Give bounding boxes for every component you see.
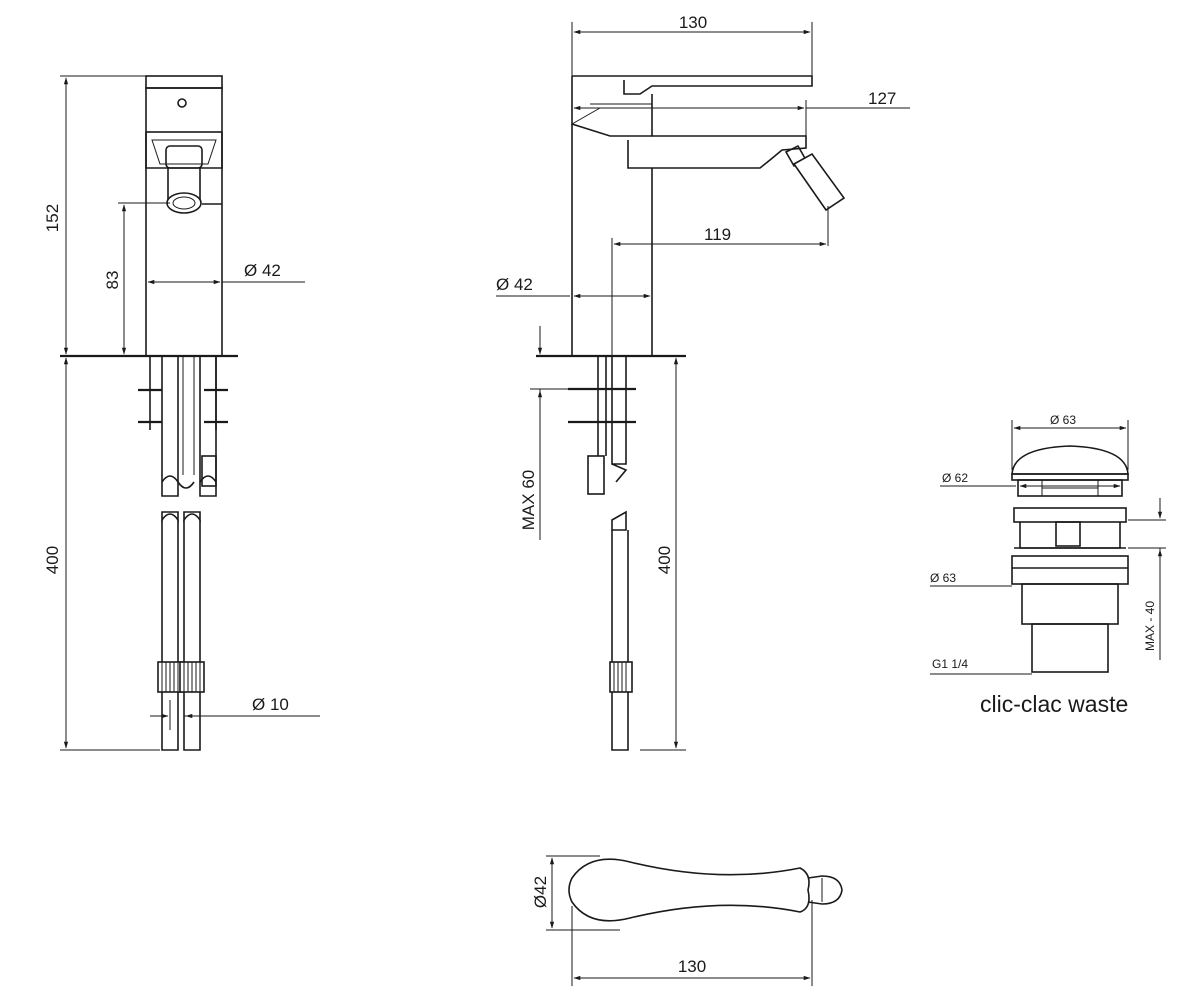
clic-clac-waste-view: Ø 63 Ø 62 Ø 63 MAX - 40 G1 1/4 clic-clac… [930, 413, 1166, 717]
dim-lever-height-83: 83 [103, 271, 122, 290]
dim-height-152: 152 [43, 204, 62, 232]
dim-top-diameter-42: Ø42 [531, 876, 550, 908]
dim-cap-diameter-63: Ø 63 [1050, 413, 1076, 427]
dim-width-130: 130 [679, 13, 707, 32]
dim-flange-diameter-63: Ø 63 [930, 571, 956, 585]
dim-body-diameter-42-side: Ø 42 [496, 275, 533, 294]
dim-seat-diameter-62: Ø 62 [942, 471, 968, 485]
dim-max-thickness-60: MAX 60 [519, 470, 538, 530]
dim-max-thickness-40: MAX - 40 [1143, 601, 1157, 651]
dim-thread-g1-1-4: G1 1/4 [932, 657, 968, 671]
dim-spout-reach-127: 127 [868, 89, 896, 108]
dim-hose-length-400-side: 400 [655, 546, 674, 574]
dim-top-length-130: 130 [678, 957, 706, 976]
dim-hose-length-400: 400 [43, 546, 62, 574]
side-view: 130 127 119 Ø 42 MAX 60 400 [496, 13, 910, 751]
top-view: Ø42 130 [531, 855, 843, 986]
dim-hose-diameter-10: Ø 10 [252, 695, 289, 714]
dim-spout-offset-119: 119 [704, 225, 731, 244]
waste-caption: clic-clac waste [980, 691, 1128, 717]
front-view: 152 83 Ø 42 400 Ø 10 [43, 75, 320, 751]
dim-body-diameter-42: Ø 42 [244, 261, 281, 280]
